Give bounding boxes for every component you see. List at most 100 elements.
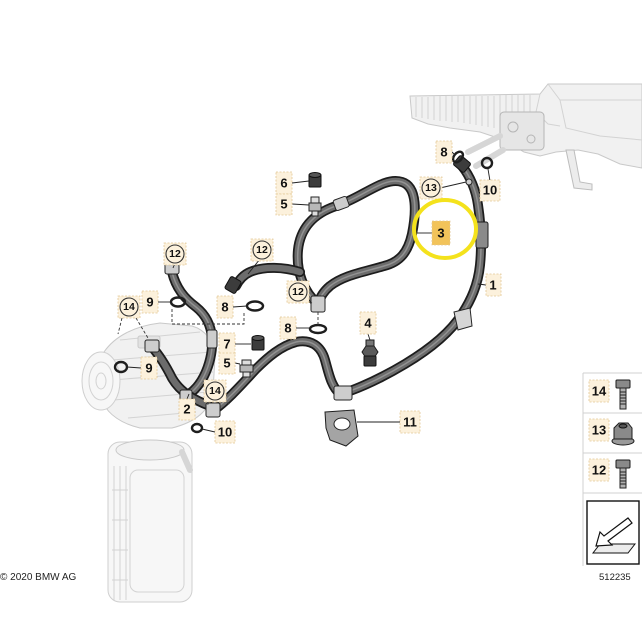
legend-label-box (588, 458, 610, 482)
callout-14-lower: 14 (203, 379, 227, 403)
callout-14-upper: 14 (117, 295, 141, 319)
callout-10-top: 10 (479, 179, 501, 202)
callout-6: 6 (275, 171, 293, 195)
callout-label: 7 (223, 337, 230, 352)
legend-label-box (588, 379, 610, 403)
callout-3-selected: 3 (412, 198, 478, 260)
leader-lines (117, 151, 491, 433)
legend-label: 14 (592, 384, 607, 399)
callout-box (286, 280, 310, 304)
legend-row-12: 12 (588, 458, 631, 489)
callout-8-middle: 8 (216, 295, 234, 319)
callout-box (275, 193, 293, 216)
hose-3-bottom-fitting (310, 295, 326, 313)
condenser-top-cap (115, 439, 185, 461)
callout-box (419, 176, 443, 200)
bolt-icon (615, 459, 631, 489)
hose-1-clip (453, 307, 473, 331)
condenser-body (107, 441, 193, 603)
o-ring-10-lower (190, 422, 204, 434)
callout-1: 1 (485, 273, 502, 297)
callout-box (359, 311, 377, 335)
callout-5-lower: 5 (218, 352, 236, 375)
diagram-number: 512235 (599, 572, 631, 583)
callout-label: 5 (280, 197, 287, 212)
arrow-plate-icon (591, 517, 637, 554)
callout-label: 2 (183, 402, 190, 417)
callout-box (479, 179, 501, 202)
cap-6 (308, 172, 322, 188)
callout-12-left: 12 (163, 242, 187, 266)
callout-label: 14 (123, 301, 135, 313)
hose-1-top-fitting (453, 155, 471, 173)
callout-label: 1 (489, 278, 496, 293)
evaporator-pipe (465, 133, 503, 155)
callout-box (117, 295, 141, 319)
callout-label: 9 (146, 295, 153, 310)
callout-label: 11 (403, 415, 417, 430)
callout-box (279, 316, 297, 340)
hose-end-fitting (333, 385, 353, 401)
hose-1-pressure-line (345, 155, 489, 396)
valve-core-5-upper (308, 196, 322, 217)
callout-label: 12 (256, 244, 268, 256)
condenser (107, 439, 193, 603)
callout-7: 7 (218, 332, 236, 356)
callout-label: 12 (292, 286, 304, 298)
callout-13: 13 (419, 176, 443, 200)
cap-7 (251, 335, 265, 351)
hose-2-lower-fitting (205, 402, 221, 418)
callout-label: 4 (364, 316, 372, 331)
callout-12-middle: 12 (250, 238, 274, 262)
callout-label: 8 (221, 300, 228, 315)
o-ring-10-top (480, 156, 494, 170)
callout-label: 9 (145, 361, 152, 376)
callout-label: 14 (209, 385, 221, 397)
callout-9-lower: 9 (140, 356, 158, 380)
bolt-icon (615, 379, 631, 410)
legend-label: 13 (592, 423, 606, 438)
callout-circle (205, 381, 225, 401)
hose-3-end-fitting (224, 276, 242, 294)
callout-label: 12 (169, 248, 181, 260)
pressure-sensor-4 (361, 339, 379, 367)
hose-2-compressor-fitting (144, 339, 160, 353)
callout-10-lower: 10 (214, 420, 236, 444)
callout-box (399, 410, 421, 434)
callout-label: 13 (425, 182, 437, 194)
callout-12-lower: 12 (286, 280, 310, 304)
legend-row-14: 14 (588, 379, 631, 410)
callout-circle (119, 297, 139, 317)
hose-1-screw (465, 178, 473, 186)
callout-label: 10 (218, 425, 232, 440)
callout-label: 3 (437, 226, 444, 241)
hose-2-suction-line (144, 261, 353, 418)
condenser-core (129, 469, 185, 593)
hose-3-service-coupling (332, 195, 350, 211)
o-ring-8-middle (245, 300, 265, 312)
standard-parts-legend: 14 13 12 (582, 372, 642, 566)
callout-9-upper: 9 (141, 290, 159, 314)
hvac-bracket (565, 149, 593, 191)
o-ring-8-lower (308, 323, 328, 335)
compressor-pulley (81, 351, 121, 411)
callout-circle (165, 244, 185, 264)
hose-2-coupling (206, 329, 218, 349)
expansion-valve-block (499, 111, 545, 151)
callout-box (250, 238, 274, 262)
callout-circle (252, 240, 272, 260)
legend-label: 12 (592, 463, 606, 478)
expansion-valve-port (526, 134, 536, 144)
valve-core-5-lower (239, 359, 254, 378)
callout-box (141, 290, 159, 314)
callout-8-lower: 8 (279, 316, 297, 340)
hose-3-loop-line (224, 176, 420, 313)
callout-2: 2 (178, 398, 196, 421)
legend-row-13: 13 (588, 418, 635, 446)
callout-11: 11 (399, 410, 421, 434)
legend-row-arrow (586, 500, 640, 565)
compressor-pulley-hub (88, 361, 114, 401)
callout-box (203, 379, 227, 403)
condenser-rails (112, 466, 128, 600)
callout-box (178, 398, 196, 421)
